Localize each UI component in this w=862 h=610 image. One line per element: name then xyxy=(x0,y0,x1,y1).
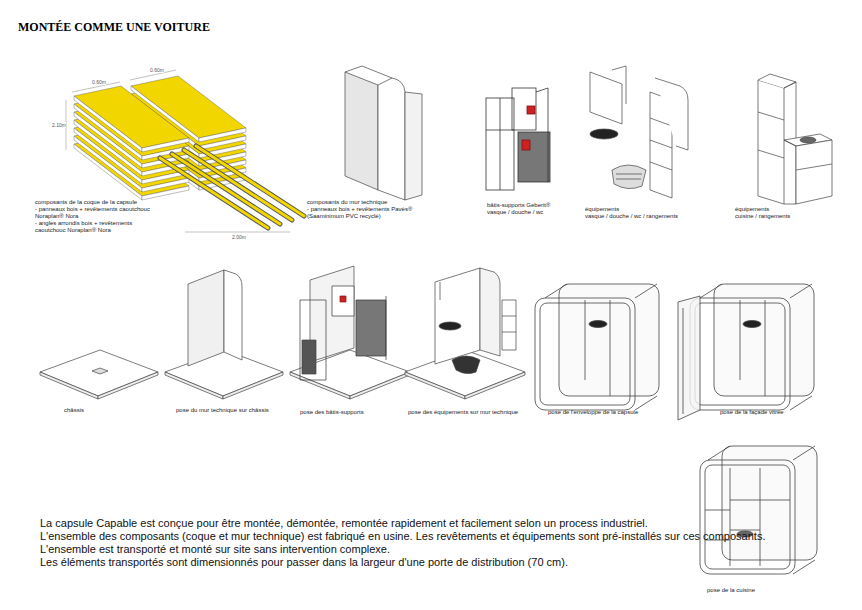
label-group: pose des bâtis-supports xyxy=(300,409,364,416)
component-note: vasque / douche / wc xyxy=(487,209,577,216)
component-note: bâtis-supports Geberit® xyxy=(487,202,577,209)
caption-line: L'ensemble est transporté et monté sur s… xyxy=(40,543,765,556)
page-title: MONTÉE COMME UNE VOITURE xyxy=(18,20,210,35)
label-group: 2.10m xyxy=(52,122,66,128)
label-group: La capsule Capable est conçue pour être … xyxy=(40,517,765,569)
dimension-label: 2.10m xyxy=(52,122,66,128)
label-group: pose de la cuisine xyxy=(707,587,755,594)
step-label: pose de la cuisine xyxy=(707,587,755,594)
component-note: - panneaux bois + revêtements Pavés® (Sa… xyxy=(307,206,425,220)
component-note: - angles arrondis bois + revêtements cao… xyxy=(35,220,163,234)
label-group: composants du mur technique- panneaux bo… xyxy=(307,199,425,220)
label-group: équipementscuisine / rangements xyxy=(735,206,835,220)
caption-line: La capsule Capable est conçue pour être … xyxy=(40,517,765,530)
dimension-label: 2.00m xyxy=(232,234,246,240)
component-note: vasque / douche / wc / rangements xyxy=(585,213,703,220)
step-label: pose du mur technique sur châssis xyxy=(176,407,269,414)
component-note: - panneaux bois + revêtements caoutchouc… xyxy=(35,206,163,220)
label-group: pose de la façade vitrée xyxy=(720,409,784,416)
component-note: composants du mur technique xyxy=(307,199,425,206)
step-label: pose de la façade vitrée xyxy=(720,409,784,416)
label-group: 0.60m xyxy=(150,67,164,73)
label-group: 2.00m xyxy=(232,234,246,240)
label-group: bâtis-supports Geberit®vasque / douche /… xyxy=(487,202,577,216)
label-group: pose du mur technique sur châssis xyxy=(176,407,269,414)
step-label: châssis xyxy=(64,407,84,414)
caption-line: L'ensemble des composants (coque et mur … xyxy=(40,530,765,543)
step-label: pose des bâtis-supports xyxy=(300,409,364,416)
component-note: équipements xyxy=(735,206,835,213)
caption-line: Les éléments transportés sont dimensionn… xyxy=(40,556,765,569)
step-label: pose des équipements sur mur technique xyxy=(408,409,518,416)
label-group: châssis xyxy=(64,407,84,414)
dimension-label: 0.60m xyxy=(92,79,106,85)
label-group: pose de l'enveloppe de la capsule xyxy=(548,409,638,416)
dimension-label: 0.60m xyxy=(150,67,164,73)
label-group: composants de la coque de la capsule- pa… xyxy=(35,199,163,234)
step-label: pose de l'enveloppe de la capsule xyxy=(548,409,638,416)
label-group: équipementsvasque / douche / wc / rangem… xyxy=(585,206,703,220)
label-group: pose des équipements sur mur technique xyxy=(408,409,518,416)
component-note: équipements xyxy=(585,206,703,213)
label-group: 0.60m xyxy=(92,79,106,85)
component-note: cuisine / rangements xyxy=(735,213,835,220)
component-note: composants de la coque de la capsule xyxy=(35,199,163,206)
